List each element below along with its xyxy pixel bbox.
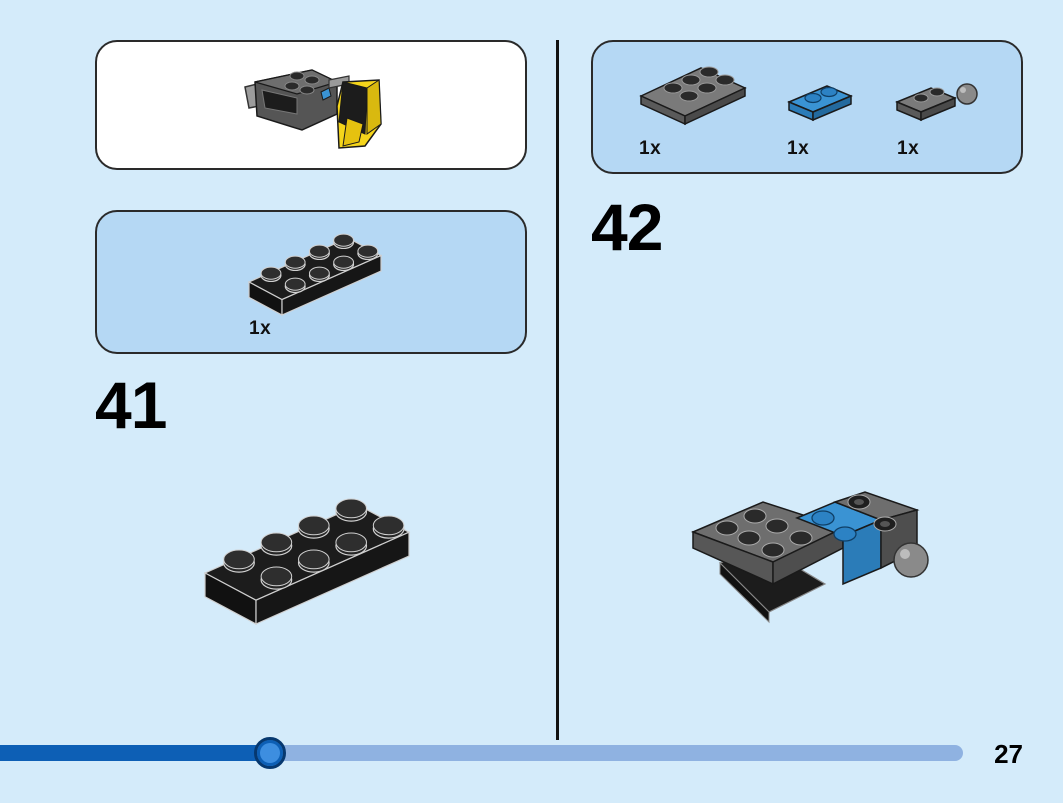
black-plate-2x4-icon (247, 233, 383, 316)
step-42-build-illustration (690, 491, 929, 624)
gray-plate-2x3-icon (639, 66, 747, 126)
part-quantity: 1x (249, 318, 272, 339)
subassembly-illustration (244, 69, 382, 149)
part-quantity: 1x (639, 138, 662, 159)
page-divider (556, 40, 559, 740)
step-number-42: 42 (591, 190, 663, 264)
subassembly-callout (95, 40, 527, 170)
part-quantity: 1x (787, 138, 810, 159)
page-number: 27 (994, 739, 1023, 769)
progress-bar (0, 745, 963, 761)
part-quantity: 1x (897, 138, 920, 159)
gray-plate-with-ball-icon (895, 83, 978, 122)
blue-plate-1x2-icon (787, 85, 853, 122)
progress-fill (0, 745, 270, 761)
parts-panel-step-42: 1x 1x 1x (591, 40, 1023, 174)
step-number-41: 41 (95, 368, 167, 442)
progress-indicator (254, 737, 286, 769)
parts-panel-step-41: 1x (95, 210, 527, 354)
step-41-build-illustration (203, 498, 411, 625)
